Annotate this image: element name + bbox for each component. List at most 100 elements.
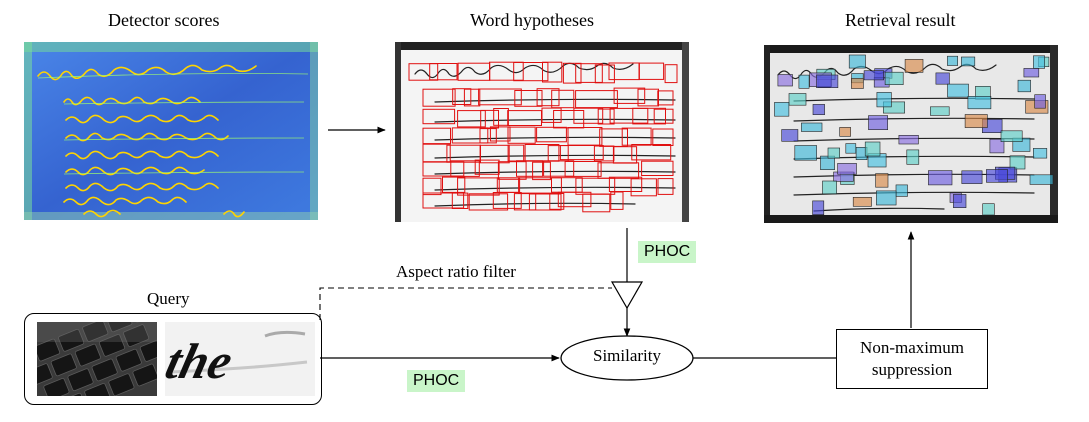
result-box [967, 95, 992, 110]
result-box [820, 155, 835, 170]
dashed-aspect-ratio-line [319, 287, 612, 320]
similarity-label: Similarity [593, 346, 661, 365]
result-box [848, 54, 866, 69]
result-box [876, 92, 892, 108]
retrieval-result-title: Retrieval result [845, 10, 956, 30]
hypothesis-box [610, 191, 624, 210]
hypothesis-box [638, 62, 665, 80]
result-box [1034, 94, 1046, 109]
hypothesis-box [516, 160, 544, 177]
hypothesis-box [609, 107, 649, 124]
result-box [964, 114, 988, 128]
result-box [935, 72, 950, 85]
result-box [884, 71, 904, 86]
word-hypotheses-image [395, 42, 689, 222]
result-box [837, 163, 857, 175]
result-box [812, 200, 825, 215]
hypothesis-box [621, 127, 652, 146]
retrieval-result-image [764, 45, 1058, 223]
hypothesis-box [657, 90, 674, 106]
hypothesis-box [575, 63, 603, 83]
hypothesis-box [429, 63, 458, 81]
hypothesis-box [536, 126, 567, 143]
hypothesis-box [630, 178, 657, 197]
result-box [1032, 148, 1048, 159]
hypothesis-box [653, 108, 674, 124]
hypothesis-box [549, 193, 565, 210]
query-box: the [24, 313, 322, 405]
word-hypotheses-title: Word hypotheses [470, 10, 595, 30]
hypothesis-box [575, 90, 618, 109]
result-box [961, 56, 976, 67]
hypothesis-box [543, 160, 575, 177]
hypothesis-box [573, 107, 604, 124]
result-box [1000, 130, 1023, 143]
result-box [798, 74, 810, 89]
result-box [986, 169, 1008, 183]
result-box [774, 102, 790, 117]
result-box [928, 170, 953, 186]
hypothesis-box [597, 108, 615, 125]
hypothesis-box [422, 192, 465, 209]
hypothesis-box [532, 161, 551, 181]
query-title: Query [147, 289, 190, 308]
result-box [947, 55, 958, 66]
result-box [788, 93, 807, 106]
filter-triangle [610, 281, 644, 310]
hypothesis-box [597, 162, 640, 179]
hypothesis-box [528, 193, 562, 211]
result-box [801, 122, 823, 132]
result-box [864, 141, 881, 157]
result-box [883, 101, 906, 114]
result-box [904, 59, 924, 73]
result-box [845, 143, 857, 154]
hypothesis-box [408, 63, 439, 81]
hypothesis-box [479, 144, 510, 164]
hypothesis-box [489, 61, 524, 81]
result-box [876, 190, 897, 206]
hypothesis-box [451, 192, 469, 210]
result-box [961, 170, 983, 184]
hypothesis-box [542, 61, 563, 83]
result-box [906, 149, 920, 165]
phoc-label-bottom: PHOC [407, 370, 466, 392]
result-box [1009, 155, 1026, 170]
hypothesis-box [518, 177, 562, 194]
hypothesis-box [514, 90, 543, 107]
detector-scores-image [24, 42, 318, 220]
hypothesis-box [489, 126, 511, 142]
hypothesis-box [507, 110, 542, 126]
hypothesis-box [493, 108, 509, 126]
nms-label-line2: suppression [871, 360, 953, 379]
hypothesis-box [479, 128, 497, 144]
result-box [839, 127, 851, 137]
hypothesis-box [513, 62, 549, 82]
result-box [1017, 79, 1031, 93]
hypothesis-box [551, 89, 575, 109]
hypothesis-box [594, 64, 615, 84]
result-box [781, 129, 799, 142]
result-box [953, 194, 967, 208]
result-box [852, 197, 872, 207]
hypothesis-box [541, 107, 562, 123]
result-box [1023, 68, 1040, 78]
hypothesis-box [422, 177, 442, 196]
hypothesis-box [422, 161, 465, 177]
result-box [1029, 174, 1054, 185]
hypothesis-box [463, 88, 481, 107]
hypothesis-box [652, 128, 674, 146]
hypothesis-box [593, 145, 615, 162]
result-box [930, 106, 950, 116]
result-box [794, 145, 817, 161]
result-box [812, 104, 825, 116]
result-box [816, 74, 839, 88]
result-box [947, 83, 969, 98]
nms-label-line1: Non-maximum [860, 338, 964, 357]
hypothesis-box [450, 160, 480, 177]
hypothesis-box [608, 176, 643, 192]
hypothesis-box [468, 193, 509, 211]
hypothesis-box [422, 127, 451, 145]
hypothesis-box [637, 88, 659, 107]
hypothesis-box [422, 108, 456, 125]
